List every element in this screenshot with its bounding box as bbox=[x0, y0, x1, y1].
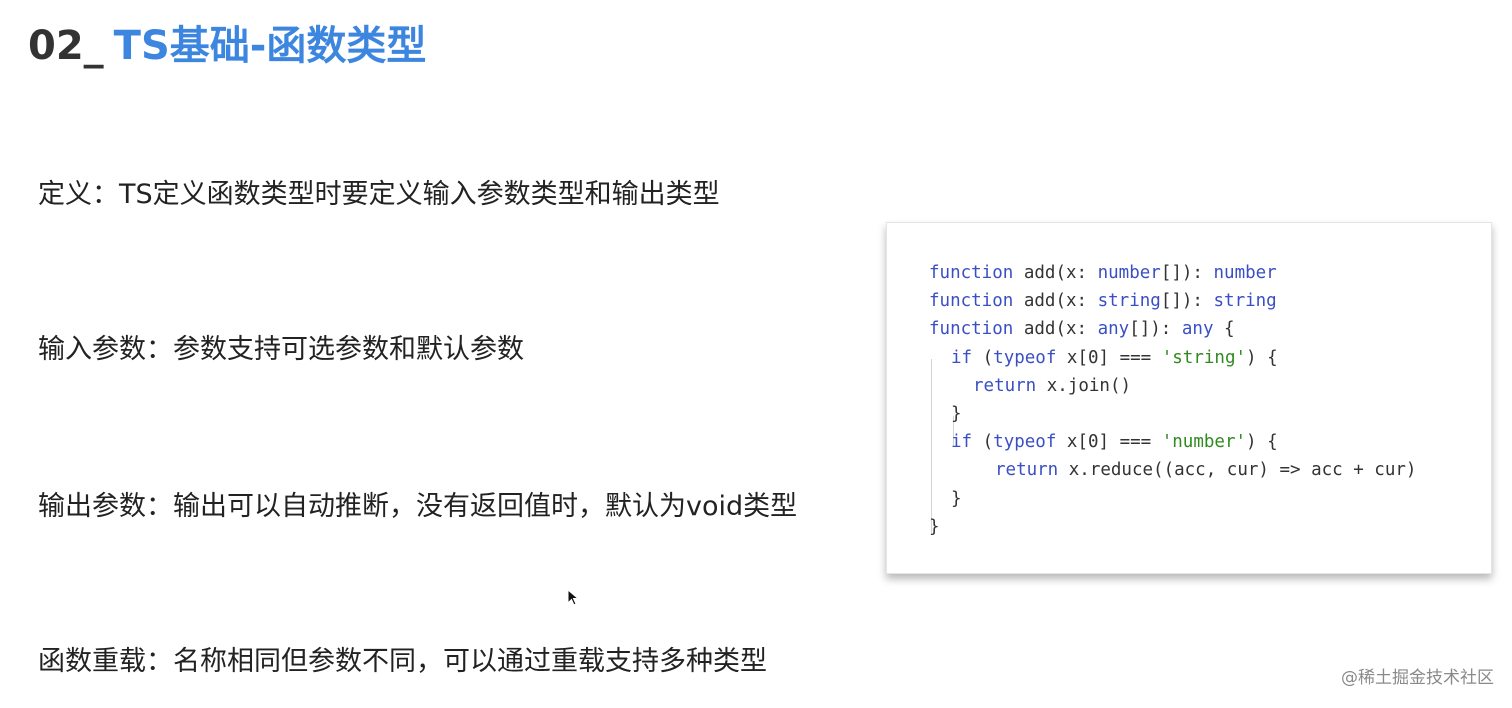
code-line: } bbox=[951, 488, 962, 509]
title-number: 02_ bbox=[28, 23, 104, 69]
code-snippet-card: function add(x: number[]): number functi… bbox=[886, 222, 1492, 574]
code-line: return x.join() bbox=[973, 375, 1132, 396]
code-line: if (typeof x[0] === 'number') { bbox=[951, 432, 1278, 453]
code-block: function add(x: number[]): number functi… bbox=[929, 259, 1416, 541]
indent-guide bbox=[931, 359, 932, 533]
code-line: function add(x: number[]): number bbox=[929, 263, 1277, 283]
mouse-pointer-icon bbox=[567, 589, 579, 606]
code-line: } bbox=[951, 403, 962, 424]
code-line: } bbox=[929, 516, 940, 537]
code-line: return x.reduce((acc, cur) => acc + cur) bbox=[995, 460, 1417, 481]
point-output-params: 输出参数：输出可以自动推断，没有返回值时，默认为void类型 bbox=[38, 491, 798, 522]
point-definition: 定义：TS定义函数类型时要定义输入参数类型和输出类型 bbox=[38, 179, 720, 210]
page-title: 02_TS基础-函数类型 bbox=[28, 18, 426, 74]
code-line: if (typeof x[0] === 'string') { bbox=[951, 347, 1278, 368]
code-line: function add(x: any[]): any { bbox=[929, 319, 1235, 340]
watermark: @稀土掘金技术社区 bbox=[1341, 668, 1494, 688]
point-input-params: 输入参数：参数支持可选参数和默认参数 bbox=[38, 334, 524, 365]
title-topic: TS基础-函数类型 bbox=[113, 23, 427, 69]
point-overload: 函数重载：名称相同但参数不同，可以通过重载支持多种类型 bbox=[38, 646, 767, 677]
indent-guide bbox=[953, 416, 954, 446]
code-line: function add(x: string[]): string bbox=[929, 291, 1277, 312]
